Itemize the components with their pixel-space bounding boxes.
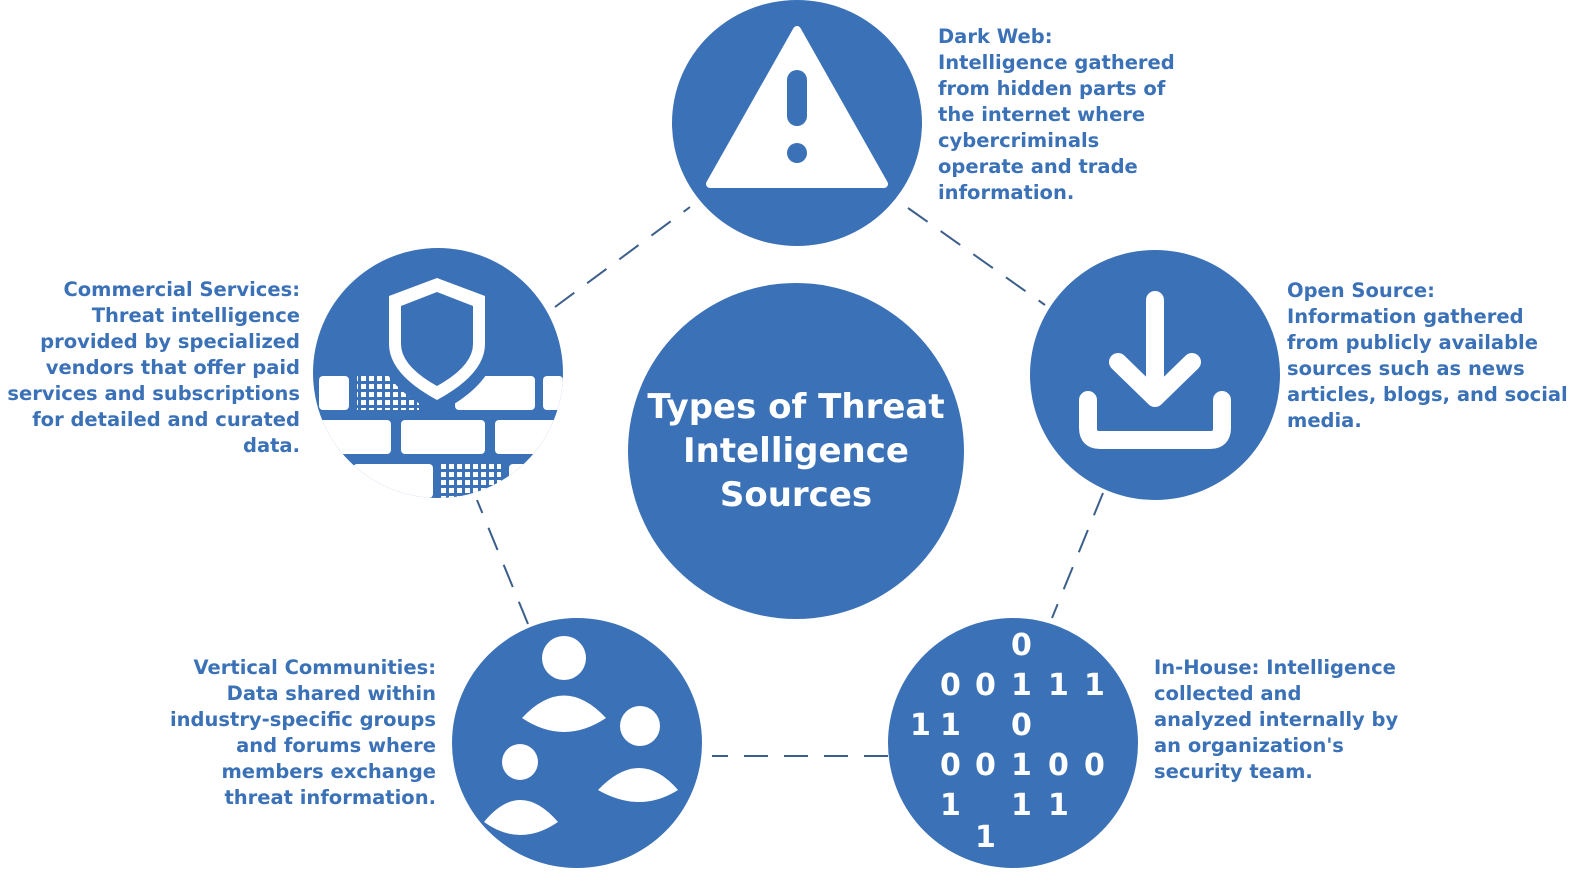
binary-digit: 0 (1084, 748, 1105, 783)
commercial-services-node (313, 248, 563, 498)
in-house-label: In-House: (1154, 656, 1260, 679)
user-group-icon (484, 636, 678, 835)
dark-web-text: Intelligence gathered from hidden parts … (938, 51, 1175, 204)
in-house-node: 0 0 0 1 1 1 1 1 0 0 0 1 0 0 1 1 1 1 (888, 618, 1138, 868)
connector-darkweb-opensource (907, 207, 1046, 306)
binary-digit: 0 (940, 668, 961, 703)
commercial-services-label: Commercial Services: (63, 278, 300, 301)
binary-digit: 1 (1048, 668, 1069, 703)
in-house-description: In-House: Intelligence collected and ana… (1154, 655, 1404, 785)
binary-digit: 1 (975, 820, 996, 855)
open-source-node (1030, 250, 1280, 500)
binary-digit: 1 (910, 708, 931, 743)
commercial-services-description: Commercial Services: Threat intelligence… (0, 277, 300, 459)
vertical-communities-label: Vertical Communities: (193, 656, 437, 679)
binary-digit: 0 (975, 748, 996, 783)
download-icon (1079, 291, 1231, 449)
dark-web-node (672, 0, 922, 246)
dark-web-description: Dark Web: Intelligence gathered from hid… (938, 24, 1188, 206)
binary-digit: 0 (975, 668, 996, 703)
center-title: Types of Threat Intelligence Sources (647, 387, 945, 515)
binary-digit: 1 (1084, 668, 1105, 703)
binary-digit: 0 (1048, 748, 1069, 783)
binary-digit: 1 (1011, 788, 1032, 823)
vertical-communities-node (452, 618, 702, 868)
vertical-communities-text: Data shared within industry-specific gro… (169, 682, 436, 809)
open-source-description: Open Source: Information gathered from p… (1287, 278, 1570, 434)
connector-opensource-inhouse (1051, 492, 1104, 619)
open-source-label: Open Source: (1287, 279, 1435, 302)
binary-digit: 1 (1011, 668, 1032, 703)
binary-digit: 0 (1011, 708, 1032, 743)
dark-web-label: Dark Web: (938, 25, 1053, 48)
connector-vertical-commercial (476, 499, 529, 625)
binary-digit: 1 (1048, 788, 1069, 823)
binary-digit: 1 (940, 788, 961, 823)
connector-commercial-darkweb (554, 206, 691, 308)
vertical-communities-description: Vertical Communities: Data shared within… (160, 655, 436, 811)
binary-digit: 0 (1011, 628, 1032, 663)
center-circle: Types of Threat Intelligence Sources (628, 283, 964, 619)
binary-digit: 0 (940, 748, 961, 783)
binary-digit: 1 (940, 708, 961, 743)
warning-triangle-icon (706, 26, 888, 188)
binary-digit: 1 (1011, 748, 1032, 783)
shield-firewall-icon (313, 264, 563, 498)
commercial-services-text: Threat intelligence provided by speciali… (7, 304, 300, 457)
open-source-text: Information gathered from publicly avail… (1287, 305, 1568, 432)
in-house-text: Intelligence collected and analyzed inte… (1154, 656, 1399, 783)
